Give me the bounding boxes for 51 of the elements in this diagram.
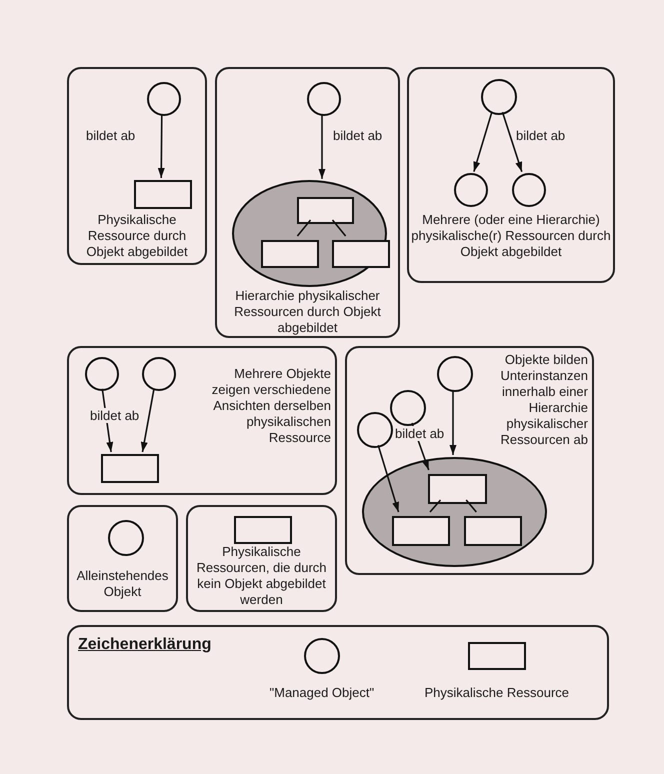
arrow [140, 388, 155, 452]
object-circle [390, 390, 426, 426]
resource-box [392, 516, 450, 546]
arrow [473, 112, 493, 172]
edge-label: bildet ab [514, 128, 568, 143]
example-panel [186, 505, 337, 612]
object-circle [512, 173, 546, 207]
connector-line [466, 499, 477, 513]
edge-label: bildet ab [88, 408, 142, 423]
resource-box [261, 240, 319, 268]
resource-box [428, 474, 487, 504]
resource-box [234, 516, 292, 544]
object-circle [307, 82, 341, 116]
connector-line [429, 499, 442, 513]
object-circle [437, 356, 473, 392]
connector-line [296, 220, 312, 236]
panel-caption: Hierarchie physikalischer Ressourcen durch Objekt abgebildet [233, 288, 382, 336]
edge-label: bildet ab [393, 426, 446, 441]
panel-caption: Mehrere Objekte zeigen verschiedene Ansichten derselben physikalischen Ressource [210, 366, 331, 446]
resource-box [134, 180, 192, 209]
object-circle [142, 357, 176, 391]
object-circle [85, 357, 119, 391]
arrow [502, 112, 523, 172]
legend-title: Zeichenerklärung [78, 637, 212, 653]
edge-label: bildet ab [331, 128, 384, 143]
resource-box [464, 516, 522, 546]
example-panel [215, 67, 400, 338]
resource-box [101, 454, 159, 483]
example-panel [67, 67, 207, 265]
object-circle [357, 412, 393, 448]
example-panel [345, 346, 594, 575]
arrow [450, 390, 456, 455]
panel-caption: Alleinstehendes Objekt [76, 568, 170, 600]
panel-caption: Mehrere (oder eine Hierarchie) physikalische(r) Ressourcen durch Objekt abgebildet [410, 212, 612, 260]
resource-box [332, 240, 390, 268]
resource-box [297, 197, 354, 224]
arrow [318, 114, 326, 179]
example-panel [67, 505, 178, 612]
panel-caption: Physikalische Ressourcen, die durch kein Objekt abgebildet werden [195, 544, 328, 608]
connector-line [332, 220, 346, 236]
legend-text: "Managed Object" [270, 685, 374, 701]
panel-caption: Physikalische Ressource durch Objekt abgebildet [85, 212, 189, 260]
object-circle [147, 82, 181, 116]
arrow [158, 114, 165, 178]
legend-text: Physikalische Ressource [424, 685, 570, 701]
edge-label: bildet ab [84, 128, 138, 143]
object-circle [481, 79, 517, 115]
panel-caption: Objekte bilden Unterinstanzen innerhalb einer Hierarchie physikalischer Ressourcen ab [500, 352, 588, 448]
object-circle [454, 173, 488, 207]
arrow [377, 444, 400, 512]
object-circle [108, 520, 144, 556]
